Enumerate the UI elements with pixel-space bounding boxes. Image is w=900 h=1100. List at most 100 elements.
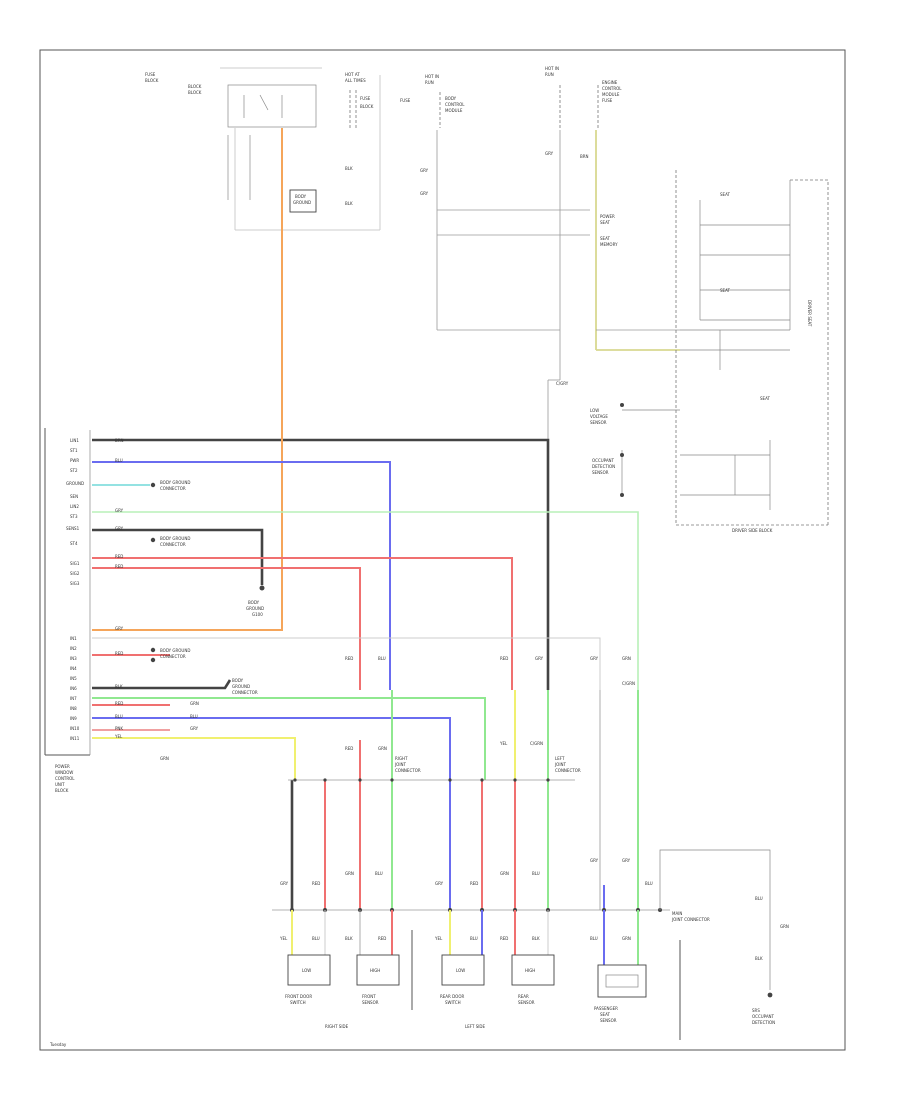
svg-text:BLU: BLU bbox=[312, 936, 320, 941]
svg-text:BODY GROUND: BODY GROUND bbox=[160, 536, 190, 541]
main-joint-label: MAIN bbox=[672, 911, 682, 916]
component-front-door-switch: LOW FRONT DOOR SWITCH bbox=[285, 954, 331, 1005]
svg-text:BLU: BLU bbox=[532, 871, 540, 876]
svg-text:BRN: BRN bbox=[580, 154, 589, 159]
svg-text:BLU: BLU bbox=[190, 714, 198, 719]
svg-text:BODY: BODY bbox=[232, 678, 244, 683]
svg-text:LOW: LOW bbox=[456, 968, 465, 973]
diagram-frame bbox=[39, 49, 846, 1051]
svg-text:JOINT CONNECTOR: JOINT CONNECTOR bbox=[671, 917, 710, 922]
svg-text:HIGH: HIGH bbox=[525, 968, 535, 973]
svg-text:SENSOR: SENSOR bbox=[362, 1000, 379, 1005]
wire-red-2 bbox=[92, 567, 361, 690]
wire-green-1 bbox=[92, 511, 639, 690]
svg-text:HOT IN: HOT IN bbox=[425, 74, 439, 79]
component-rear-sensor: HIGH REAR SENSOR bbox=[511, 954, 555, 1005]
svg-text:HOT IN: HOT IN bbox=[545, 66, 559, 71]
svg-text:C/GRN: C/GRN bbox=[530, 741, 543, 746]
svg-text:MODULE: MODULE bbox=[445, 108, 463, 113]
svg-text:CONNECTOR: CONNECTOR bbox=[160, 486, 186, 491]
svg-text:LIN2: LIN2 bbox=[70, 504, 79, 509]
svg-text:SWITCH: SWITCH bbox=[445, 1000, 461, 1005]
svg-text:ALL TIMES: ALL TIMES bbox=[345, 78, 366, 83]
right-joint-label: RIGHT bbox=[395, 756, 408, 761]
svg-text:IN7: IN7 bbox=[70, 696, 77, 701]
svg-text:BLK: BLK bbox=[115, 684, 123, 689]
bottom-label-left: LEFT SIDE bbox=[465, 1024, 486, 1029]
svg-text:C/GRY: C/GRY bbox=[556, 381, 569, 386]
svg-text:POWER: POWER bbox=[600, 214, 615, 219]
svg-text:IN4: IN4 bbox=[70, 666, 77, 671]
svg-text:BODY: BODY bbox=[295, 194, 307, 199]
svg-text:IN10: IN10 bbox=[70, 726, 80, 731]
svg-text:DETECTION: DETECTION bbox=[752, 1020, 775, 1025]
svg-text:GRY: GRY bbox=[115, 526, 124, 531]
svg-text:BLOCK: BLOCK bbox=[360, 104, 374, 109]
svg-text:GRY: GRY bbox=[115, 626, 124, 631]
svg-text:LIN1: LIN1 bbox=[70, 438, 79, 443]
svg-text:BLK: BLK bbox=[345, 936, 353, 941]
svg-text:GRY: GRY bbox=[590, 656, 599, 661]
svg-text:RED: RED bbox=[345, 746, 353, 751]
svg-text:SENSOR: SENSOR bbox=[600, 1018, 617, 1023]
relay-box bbox=[289, 189, 317, 213]
svg-text:ST1: ST1 bbox=[70, 448, 78, 453]
svg-text:BRN: BRN bbox=[115, 438, 124, 443]
svg-text:GRN: GRN bbox=[378, 746, 387, 751]
svg-text:SIG2: SIG2 bbox=[70, 571, 80, 576]
svg-text:RUN: RUN bbox=[425, 80, 434, 85]
svg-text:CONNECTOR: CONNECTOR bbox=[395, 768, 421, 773]
svg-text:LOW: LOW bbox=[302, 968, 311, 973]
svg-text:PWR: PWR bbox=[70, 458, 79, 463]
svg-text:BLU: BLU bbox=[375, 871, 383, 876]
svg-text:IN2: IN2 bbox=[70, 646, 77, 651]
svg-text:BLK: BLK bbox=[345, 166, 353, 171]
svg-text:C/GRN: C/GRN bbox=[622, 681, 635, 686]
svg-text:IN11: IN11 bbox=[70, 736, 80, 741]
svg-text:OCCUPANT: OCCUPANT bbox=[592, 458, 615, 463]
main-joint-row: MAIN JOINT CONNECTOR bbox=[272, 908, 710, 922]
wire-dark-main bbox=[92, 438, 550, 690]
svg-text:DETECTION: DETECTION bbox=[592, 464, 615, 469]
svg-text:PASSENGER: PASSENGER bbox=[594, 1006, 618, 1011]
driver-module-label: DRIVER SIDE BLOCK bbox=[732, 528, 773, 533]
svg-text:IN6: IN6 bbox=[70, 686, 77, 691]
svg-text:SENSOR: SENSOR bbox=[590, 420, 607, 425]
svg-text:YEL: YEL bbox=[434, 936, 443, 941]
svg-text:RED: RED bbox=[115, 554, 123, 559]
svg-text:RED: RED bbox=[115, 701, 123, 706]
svg-text:GRY: GRY bbox=[420, 191, 429, 196]
svg-text:VOLTAGE: VOLTAGE bbox=[590, 414, 608, 419]
svg-text:IN8: IN8 bbox=[70, 706, 77, 711]
ref-label: Tuesday bbox=[49, 1042, 67, 1047]
svg-text:REAR: REAR bbox=[518, 994, 529, 999]
svg-text:GROUND: GROUND bbox=[293, 200, 311, 205]
svg-text:SEAT: SEAT bbox=[600, 236, 610, 241]
svg-text:UNIT: UNIT bbox=[55, 782, 65, 787]
svg-text:IN5: IN5 bbox=[70, 676, 77, 681]
svg-text:RED: RED bbox=[500, 656, 508, 661]
control-unit-label: POWER bbox=[55, 764, 70, 769]
svg-text:IN3: IN3 bbox=[70, 656, 77, 661]
svg-text:GROUND: GROUND bbox=[246, 606, 264, 611]
svg-text:GRN: GRN bbox=[160, 756, 169, 761]
svg-text:BLU: BLU bbox=[115, 714, 123, 719]
svg-text:BLU: BLU bbox=[378, 656, 386, 661]
svg-text:BODY GROUND: BODY GROUND bbox=[160, 648, 190, 653]
fuse-label-left: FUSE bbox=[145, 72, 156, 77]
svg-text:GRY: GRY bbox=[115, 508, 124, 513]
svg-text:BODY: BODY bbox=[248, 600, 260, 605]
svg-text:ST4: ST4 bbox=[70, 541, 78, 546]
svg-text:JOINT: JOINT bbox=[554, 762, 567, 767]
wire-dark-2 bbox=[92, 528, 264, 585]
wire-dark-3 bbox=[92, 679, 232, 690]
svg-text:BLU: BLU bbox=[590, 936, 598, 941]
svg-text:GRY: GRY bbox=[590, 858, 599, 863]
bottom-label-right: RIGHT SIDE bbox=[325, 1024, 349, 1029]
component-rear-door-switch: LOW REAR DOOR SWITCH bbox=[440, 954, 485, 1005]
svg-text:SEAT: SEAT bbox=[760, 396, 770, 401]
svg-text:HOT AT: HOT AT bbox=[345, 72, 360, 77]
svg-text:GRN: GRN bbox=[780, 924, 789, 929]
svg-text:BLK: BLK bbox=[345, 201, 353, 206]
svg-text:CONTROL: CONTROL bbox=[602, 86, 622, 91]
